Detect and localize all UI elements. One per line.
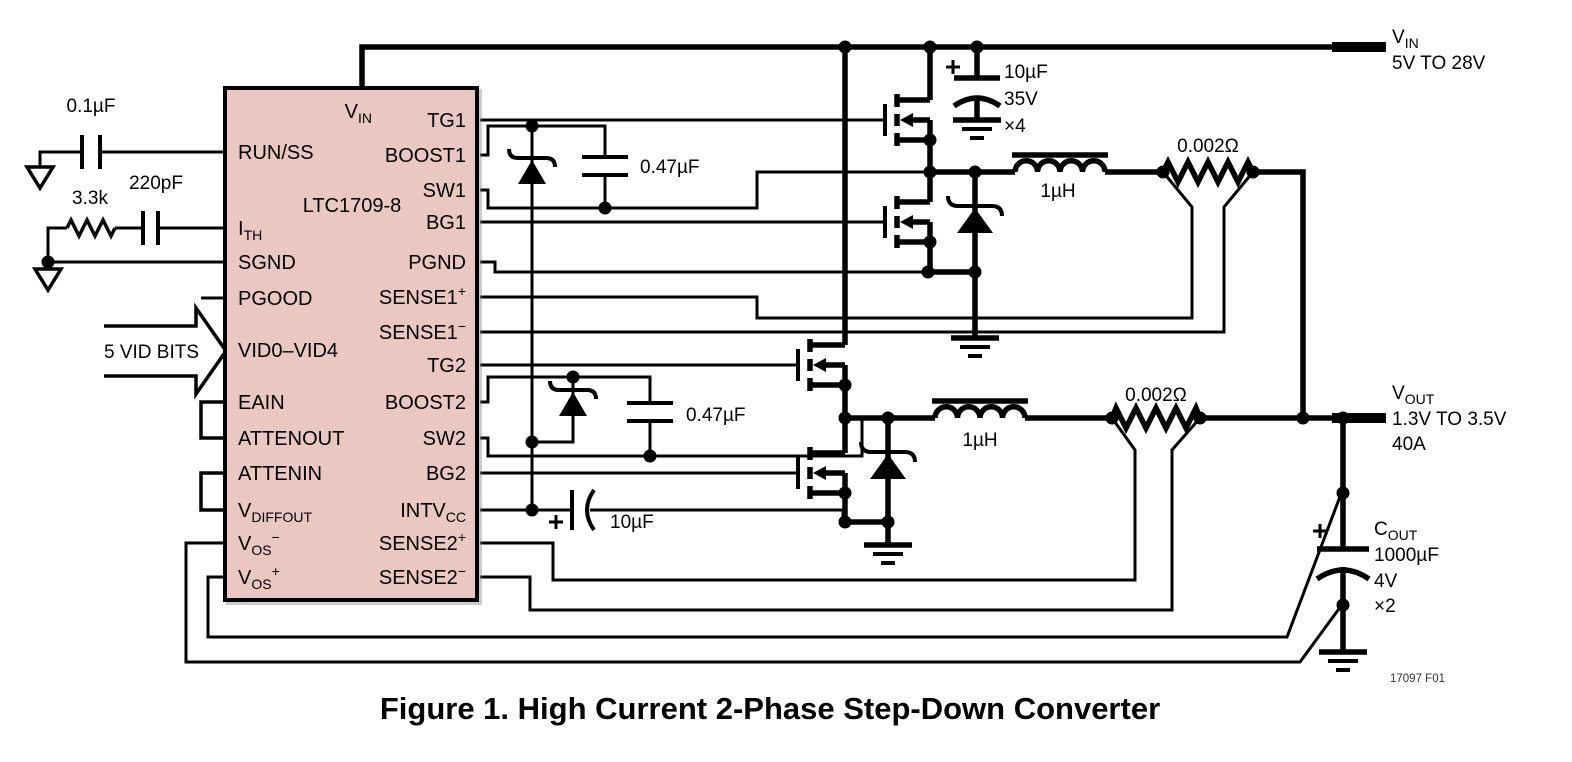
ic-pin-sw2: SW2 <box>423 428 466 450</box>
vout-terminal-name: VOUT <box>1392 383 1435 407</box>
inductor2-label: 1µH <box>962 430 997 451</box>
ic-pin-sw1: SW1 <box>423 180 466 202</box>
phase2-top-mosfet <box>796 339 848 391</box>
phase1-top-mosfet <box>883 94 933 146</box>
intvcc-cap-label: 10µF <box>610 512 654 533</box>
boost-capacitor-2 <box>627 401 673 423</box>
intvcc-capacitor <box>549 488 596 532</box>
vid-bits-label: 5 VID BITS <box>104 342 199 363</box>
ic-pin-bg1: BG1 <box>426 212 466 234</box>
ith-resistor <box>65 216 117 240</box>
figure-caption: Figure 1. High Current 2-Phase Step-Down… <box>380 691 1160 726</box>
boost-capacitor-1 <box>582 155 628 177</box>
signal-ground-runss <box>23 165 57 192</box>
power-ground-phase2 <box>864 542 912 565</box>
runss-cap-label: 0.1µF <box>67 96 116 117</box>
output-cap-value: 1000µF <box>1374 545 1439 566</box>
ith-resistor-label: 3.3k <box>72 188 108 209</box>
phase2-bottom-mosfet <box>796 447 848 499</box>
vout-terminal-current: 40A <box>1392 434 1426 455</box>
ic-pin-sense2-plus: SENSE2+ <box>379 529 466 555</box>
figure-code: 17097 F01 <box>1390 673 1445 685</box>
phase1-schottky-diode <box>946 195 1004 233</box>
power-ground-input-cap <box>953 117 1001 140</box>
phase1-inductor <box>1012 152 1108 173</box>
ic-pin-boost1: BOOST1 <box>385 145 466 167</box>
input-cap-value: 10µF <box>1004 62 1048 83</box>
vin-terminal-name: VIN <box>1392 27 1419 51</box>
boost-diode-1 <box>507 148 557 184</box>
output-capacitor <box>1313 524 1371 582</box>
output-cap-voltage: 4V <box>1374 571 1398 592</box>
ic-part-number: LTC1709-8 <box>303 195 402 217</box>
ic-pin-intvcc: INTVCC <box>400 500 466 525</box>
ic-pin-bg2: BG2 <box>426 463 466 485</box>
boost-diode-2 <box>548 380 598 416</box>
boost-cap1-label: 0.47µF <box>640 157 700 178</box>
ic-pin-tg2: TG2 <box>427 355 466 377</box>
phase2-inductor <box>932 398 1028 419</box>
power-ground-output <box>1319 649 1367 672</box>
output-cap-name: COUT <box>1374 519 1418 543</box>
signal-ground-sgnd <box>31 267 65 294</box>
ic-pin-vos-plus: VOS+ <box>238 563 280 592</box>
output-cap-qty: ×2 <box>1374 596 1396 617</box>
ic-pin-attenin: ATTENIN <box>238 463 322 485</box>
ic-pin-vin: VIN <box>345 101 372 126</box>
vin-terminal-range: 5V TO 28V <box>1392 53 1486 74</box>
phase2-sense-resistor <box>1109 401 1203 435</box>
ic-pin-sense1-plus: SENSE1+ <box>379 283 466 309</box>
ic-pin-pgnd: PGND <box>408 252 466 274</box>
ic-pin-vdiffout: VDIFFOUT <box>238 500 312 525</box>
ic-pin-pgood: PGOOD <box>238 288 312 310</box>
runss-capacitor <box>80 135 102 169</box>
power-ground-phase1 <box>951 335 999 358</box>
ic-pin-sense2-minus: SENSE2− <box>379 563 466 589</box>
ic-pin-attenout: ATTENOUT <box>238 428 344 450</box>
inductor1-label: 1µH <box>1040 181 1075 202</box>
phase2-schottky-diode <box>859 441 917 479</box>
ic-pin-vid: VID0–VID4 <box>238 340 338 362</box>
input-cap-voltage: 35V <box>1004 89 1038 110</box>
sense-resistor2-label: 0.002Ω <box>1125 385 1187 406</box>
ic-pin-sgnd: SGND <box>238 252 296 274</box>
ic-pin-sense1-minus: SENSE1− <box>379 318 466 344</box>
junction-dots <box>41 40 1350 612</box>
vout-terminal-range: 1.3V TO 3.5V <box>1392 409 1507 430</box>
input-capacitor <box>946 60 1002 109</box>
phase1-sense-resistor <box>1160 155 1256 189</box>
sense-resistor1-label: 0.002Ω <box>1177 136 1239 157</box>
ic-pin-eain: EAIN <box>238 392 285 414</box>
ith-cap-label: 220pF <box>129 173 183 194</box>
ic-block: LTC1709-8 VIN RUN/SS ITH SGND PGOOD VID0… <box>223 86 479 602</box>
ic-pin-ith: ITH <box>238 218 262 243</box>
ic-pin-tg1: TG1 <box>427 110 466 132</box>
ic-pin-vos-minus: VOS− <box>238 529 280 558</box>
phase1-bottom-mosfet <box>883 196 933 248</box>
ith-capacitor <box>141 211 160 245</box>
ic-pin-runss: RUN/SS <box>238 142 314 164</box>
input-cap-qty: ×4 <box>1004 116 1026 137</box>
ic-body <box>223 86 479 602</box>
component-labels: 0.1µF 3.3k 220pF 5 VID BITS 0.47µF 0.47µ… <box>67 27 1507 617</box>
ic-pin-boost2: BOOST2 <box>385 392 466 414</box>
boost-cap2-label: 0.47µF <box>686 405 746 426</box>
